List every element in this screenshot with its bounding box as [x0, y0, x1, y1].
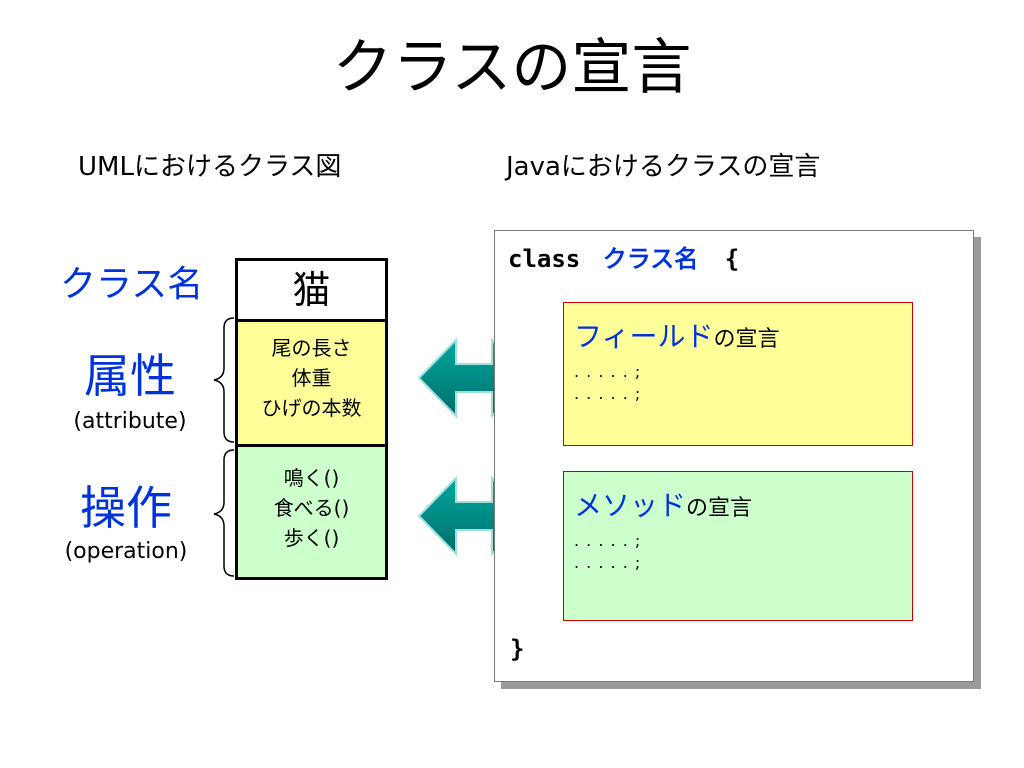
attribute-item: 尾の長さ [271, 336, 352, 360]
braces [213, 317, 235, 577]
operation-label-en: (operation) [64, 539, 188, 564]
page-title: クラスの宣言 [332, 33, 692, 103]
method-suffix: の宣言 [686, 496, 753, 521]
operation-brace [213, 449, 235, 577]
operation-item: 鳴く() [283, 466, 340, 490]
attribute-item: ひげの本数 [261, 396, 362, 420]
java-class-name: クラス名 [602, 245, 699, 273]
class-name-label: クラス名 [60, 264, 204, 305]
method-line: . . . . . ; [574, 553, 642, 572]
class-keyword: class [508, 245, 581, 273]
attribute-brace [213, 317, 235, 443]
field-declaration-box: フィールドの宣言 . . . . . ; . . . . . ; [563, 302, 913, 446]
method-label: メソッド [574, 489, 687, 522]
method-line: . . . . . ; [574, 531, 642, 550]
uml-heading: UMLにおけるクラス図 [78, 152, 342, 182]
operation-item: 食べる() [273, 496, 350, 520]
field-line: . . . . . ; [574, 384, 642, 403]
attribute-label-jp: 属性 [84, 349, 176, 403]
field-line: . . . . . ; [574, 362, 642, 381]
open-brace: { [724, 245, 740, 273]
attribute-label-en: (attribute) [73, 409, 187, 434]
operation-label-jp: 操作 [80, 481, 172, 535]
uml-class-name: 猫 [238, 261, 385, 322]
uml-class-box: 猫 尾の長さ 体重 ひげの本数 鳴く() 食べる() 歩く() [235, 258, 388, 580]
uml-operations: 鳴く() 食べる() 歩く() [238, 447, 385, 577]
java-heading: Javaにおけるクラスの宣言 [506, 152, 821, 182]
class-declaration-line: class クラス名 { [508, 242, 739, 276]
uml-attributes: 尾の長さ 体重 ひげの本数 [238, 322, 385, 447]
method-declaration-box: メソッドの宣言 . . . . . ; . . . . . ; [563, 471, 913, 621]
attribute-item: 体重 [291, 366, 332, 390]
field-suffix: の宣言 [713, 327, 780, 352]
operation-item: 歩く() [283, 526, 340, 550]
close-brace: } [510, 635, 525, 663]
field-label: フィールド [574, 320, 714, 353]
